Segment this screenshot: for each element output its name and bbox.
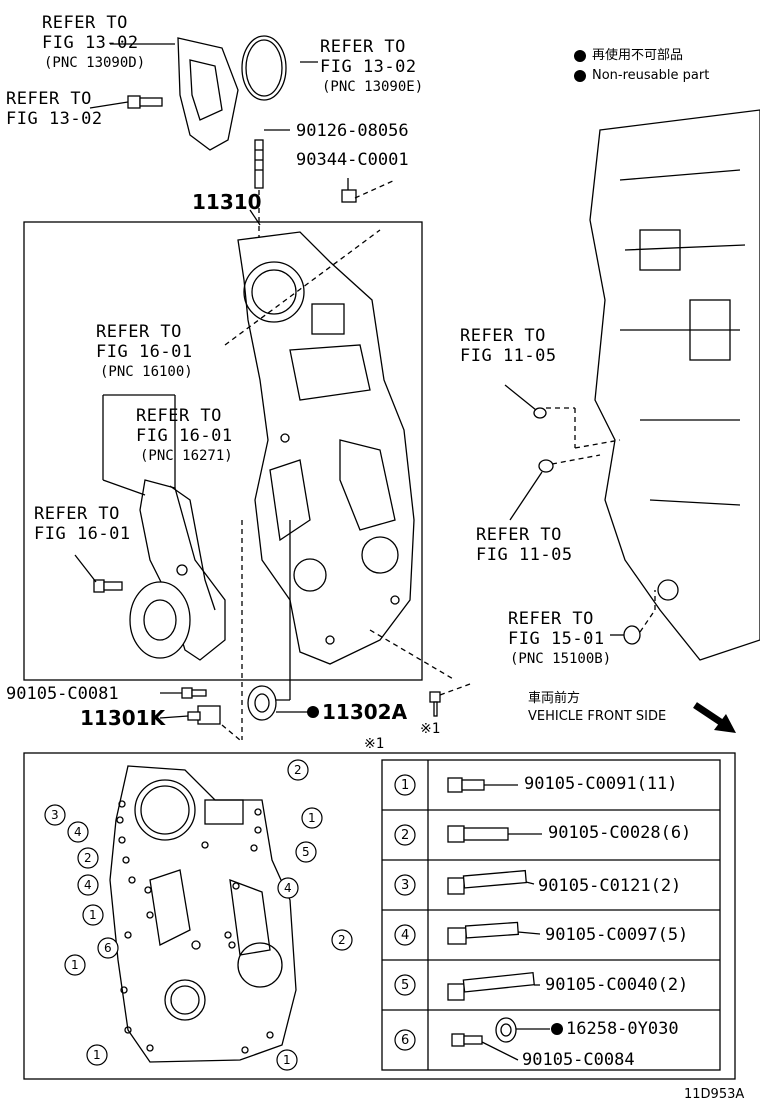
table-num-4: 4 <box>401 928 410 943</box>
o-ring-oil-pump <box>623 625 641 645</box>
table-num-5: 5 <box>401 978 410 993</box>
o-ring <box>241 35 287 101</box>
part-seal: 11302A <box>322 700 408 724</box>
part-cover: 11310 <box>192 190 262 214</box>
note-mark-bottom: ※1 <box>364 736 385 752</box>
oil-seal <box>247 685 277 721</box>
sensor-bolt <box>181 687 207 699</box>
table-num-circles <box>394 774 416 1051</box>
table-part-4: 90105-C0097(5) <box>545 925 689 945</box>
table-part-2: 90105-C0028(6) <box>548 823 692 843</box>
legend-bullet-jp <box>574 50 586 62</box>
part-stud: 90126-08056 <box>296 121 409 141</box>
stud <box>254 139 264 189</box>
figure-id: 11D953A <box>684 1087 745 1102</box>
o-ring-lower <box>538 459 554 473</box>
non-reusable-mark-seal <box>307 706 319 718</box>
timing-chain-cover <box>237 231 415 665</box>
front-arrow-icon <box>693 702 736 733</box>
engine-block <box>589 109 760 661</box>
table-bolt-3 <box>447 869 535 895</box>
table-num-2: 2 <box>401 828 410 843</box>
bolt-top-left <box>127 95 163 109</box>
note-mark: ※1 <box>420 721 441 737</box>
table-bolt-4 <box>447 921 541 945</box>
part-sensor: 11301K <box>80 706 166 730</box>
table-bolt-2 <box>447 825 542 843</box>
bolt-note <box>429 691 441 717</box>
legend-bullet-en <box>574 70 586 82</box>
table-part-3: 90105-C0121(2) <box>538 876 682 896</box>
detail-callout-circles <box>44 759 353 1071</box>
bolt-holes <box>116 800 274 1054</box>
table-num-1: 1 <box>401 778 410 793</box>
main-frame <box>23 221 423 681</box>
legend-en: Non-reusable part <box>592 68 710 83</box>
bolt-water-pump <box>93 579 123 593</box>
part-nut: 90344-C0001 <box>296 150 409 170</box>
table-part-6b: 90105-C0084 <box>522 1050 635 1070</box>
table-num-3: 3 <box>401 878 410 893</box>
water-pump <box>129 479 226 661</box>
table-bolt-5 <box>447 972 540 1001</box>
part-sensor-bolt: 90105-C0081 <box>6 684 119 704</box>
table-num-6: 6 <box>401 1033 410 1048</box>
crank-sensor <box>187 705 221 725</box>
bolt-table-grid <box>381 759 721 1071</box>
detail-frame <box>23 752 736 1080</box>
o-ring-upper <box>533 407 547 419</box>
nut <box>341 189 357 203</box>
table-part-6a: 16258-0Y030 <box>566 1019 679 1039</box>
table-bolt-1 <box>447 777 518 793</box>
table-part-5: 90105-C0040(2) <box>545 975 689 995</box>
cam-cover-piece <box>177 37 239 151</box>
front-jp: 車両前方 <box>528 691 581 706</box>
front-en: VEHICLE FRONT SIDE <box>528 709 667 724</box>
table-part-1: 90105-C0091(11) <box>524 774 678 794</box>
legend-jp: 再使用不可部品 <box>592 48 684 63</box>
table-bolt-6 <box>451 1017 563 1061</box>
detail-cover-drawing <box>109 765 297 1063</box>
